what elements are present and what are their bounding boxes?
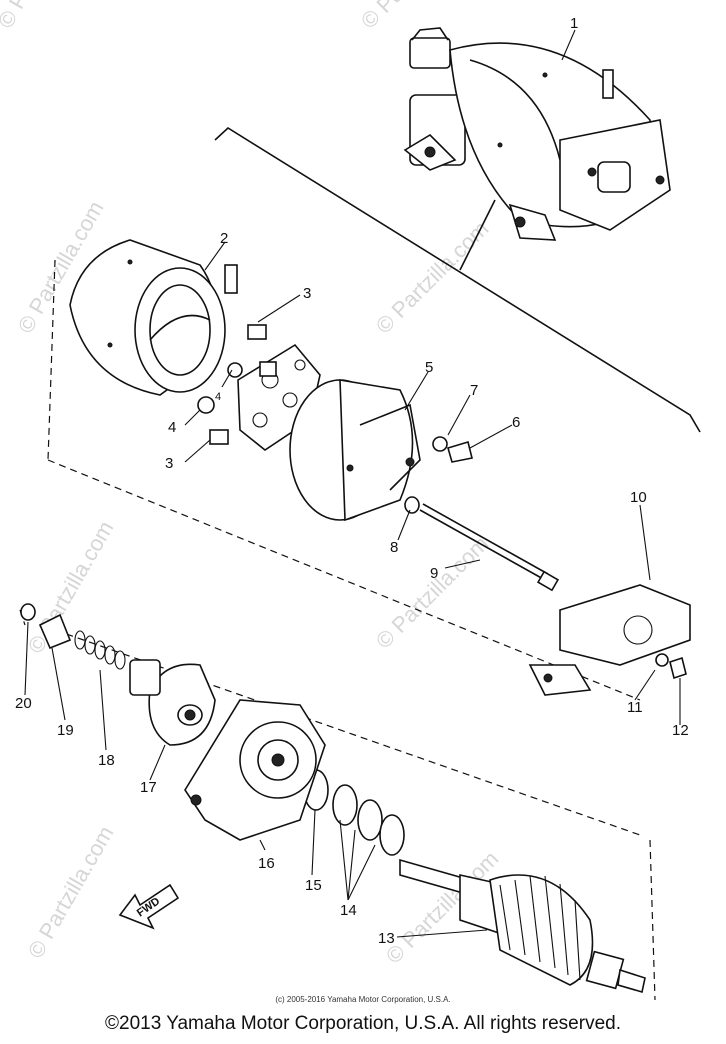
callouts: 1 2 3 3 4 4 5 6 7 8 9 10 11 12 13 14 15 … bbox=[15, 15, 689, 947]
callout-18: 18 bbox=[98, 752, 115, 769]
part-10-12-front-bracket bbox=[528, 584, 691, 696]
callout-3-bottom: 3 bbox=[165, 455, 173, 472]
bracket-pointer bbox=[459, 199, 496, 271]
copyright-notice: ©2013 Yamaha Motor Corporation, U.S.A. A… bbox=[105, 1013, 621, 1034]
watermark: © Partzilla.com bbox=[356, 0, 479, 34]
callout-7: 7 bbox=[470, 382, 478, 399]
parts-18-19-20-small bbox=[20, 603, 126, 670]
part-13-armature bbox=[399, 858, 646, 994]
leader-lines bbox=[24, 29, 681, 938]
part-3-4-brush-plate bbox=[197, 324, 321, 451]
fwd-arrow: FWD bbox=[118, 883, 180, 930]
callout-8: 8 bbox=[390, 539, 398, 556]
callout-15: 15 bbox=[305, 877, 322, 894]
watermark: © Partzilla.com bbox=[23, 822, 119, 963]
part-17-pinion-assembly bbox=[129, 659, 216, 746]
callout-13: 13 bbox=[378, 930, 395, 947]
callout-1: 1 bbox=[570, 15, 578, 32]
callout-16: 16 bbox=[258, 855, 275, 872]
callout-9: 9 bbox=[430, 565, 438, 582]
watermark: © Partzilla.com bbox=[371, 216, 494, 339]
part-2-yoke bbox=[69, 239, 238, 396]
callout-2: 2 bbox=[220, 230, 228, 247]
parts-6-7-8-hardware bbox=[404, 436, 473, 514]
callout-4-bottom: 4 bbox=[168, 419, 176, 436]
watermark: © Partzilla.com bbox=[0, 0, 88, 33]
part-16-front-housing bbox=[184, 699, 326, 841]
callout-3-top: 3 bbox=[303, 285, 311, 302]
callout-5: 5 bbox=[425, 359, 433, 376]
watermark: © Partzilla.com bbox=[23, 517, 119, 658]
callout-17: 17 bbox=[140, 779, 157, 796]
callout-11: 11 bbox=[627, 699, 643, 716]
callout-4-top: 4 bbox=[215, 391, 221, 403]
callout-20: 20 bbox=[15, 695, 32, 712]
callout-12: 12 bbox=[672, 722, 689, 739]
small-copyright: (c) 2005-2016 Yamaha Motor Corporation, … bbox=[275, 995, 450, 1004]
group-bracket bbox=[214, 126, 701, 433]
part-9-through-bolt bbox=[419, 503, 560, 592]
callout-19: 19 bbox=[57, 722, 74, 739]
callout-10: 10 bbox=[630, 489, 647, 506]
part-1-starter-assembly bbox=[403, 27, 671, 241]
callout-14: 14 bbox=[340, 902, 357, 919]
part-5-rear-cover bbox=[289, 379, 421, 522]
callout-6: 6 bbox=[512, 414, 520, 431]
